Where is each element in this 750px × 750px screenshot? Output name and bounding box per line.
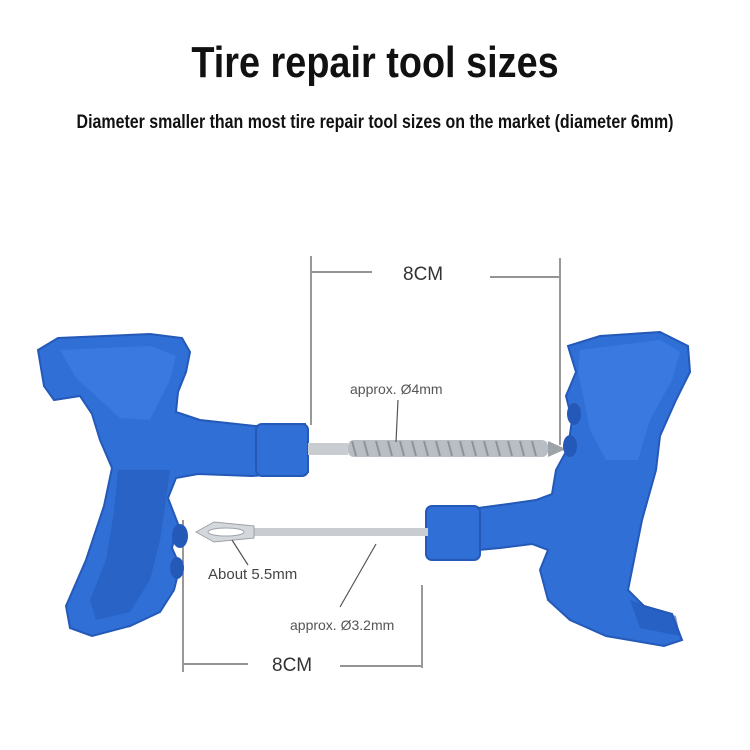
needle-diameter-label: approx. Ø3.2mm [290,617,395,633]
eye-width-label: About 5.5mm [208,566,298,583]
bottom-dimension-marker [182,520,423,672]
top-length-label: 8CM [403,264,444,285]
reamer-spiral-shaft [308,440,566,457]
page-subtitle: Diameter smaller than most tire repair t… [76,112,674,133]
right-tool-handle [425,330,692,648]
top-dimension-marker [310,256,561,445]
reamer-diameter-label: approx. Ø4mm [350,381,443,397]
left-tool-handle [36,332,310,638]
insertion-needle [194,521,428,543]
annotation-pointers [231,399,399,608]
page-title: Tire repair tool sizes [191,38,559,87]
bottom-length-label: 8CM [272,655,313,676]
